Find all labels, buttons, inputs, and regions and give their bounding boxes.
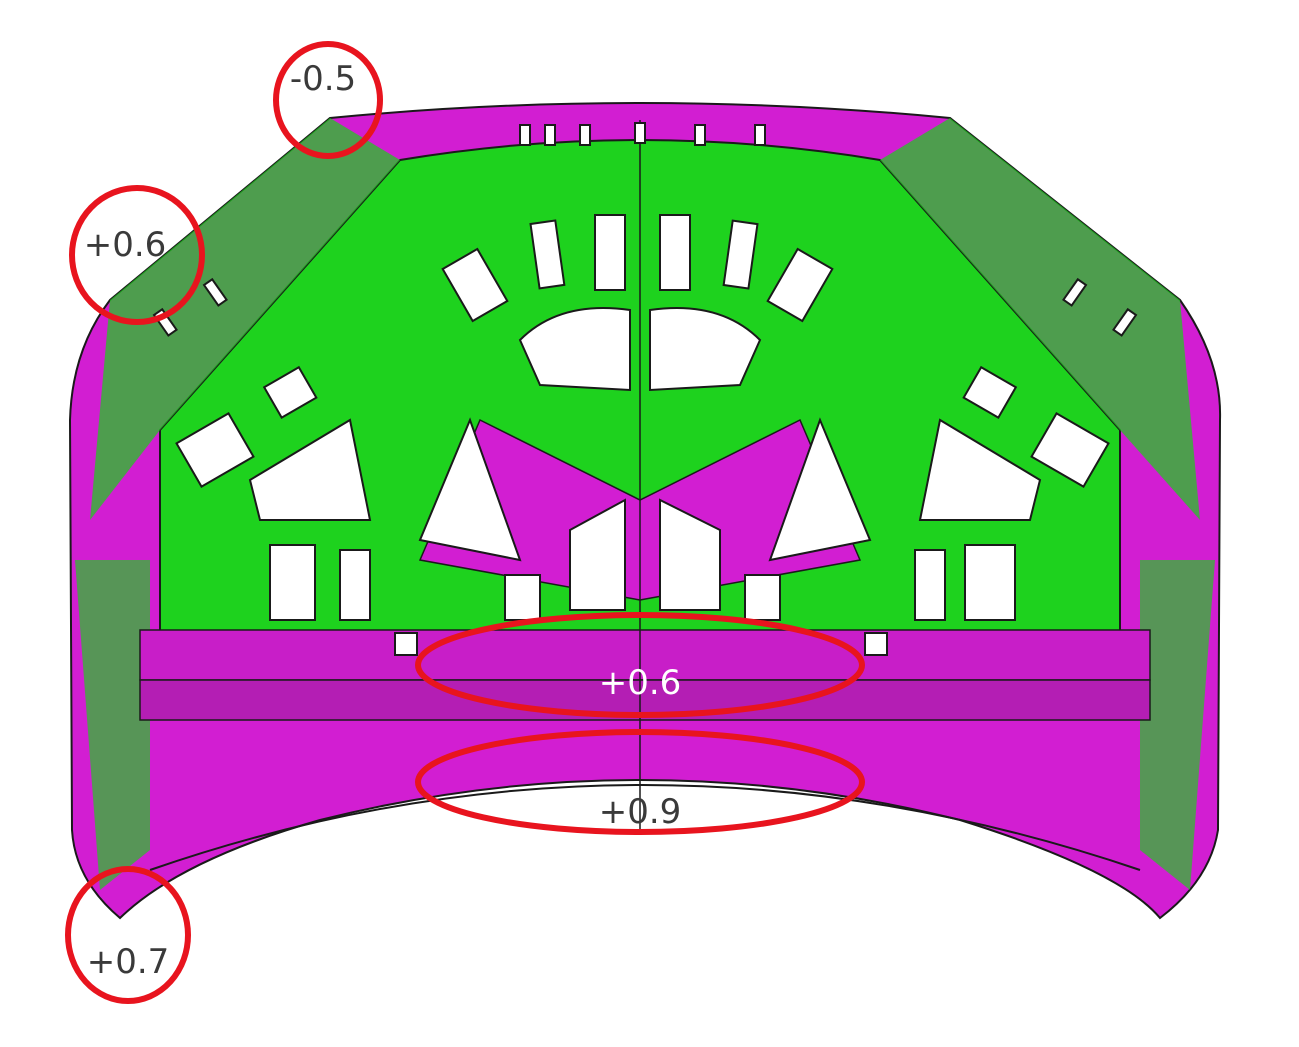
right-shoulder-green (880, 118, 1200, 520)
left-side-green (75, 560, 150, 890)
crossmember-upper (139, 629, 1151, 681)
cutout-center-right (649, 307, 762, 392)
cutout-center-left-low (569, 498, 626, 611)
cutout-left-large (248, 418, 372, 521)
cutout-right-tri (768, 417, 872, 562)
front-lip (149, 784, 1141, 871)
callout-front-edge-center (415, 729, 865, 835)
label-front-edge-center: +0.9 (599, 792, 682, 832)
cutout-right-large (918, 418, 1042, 521)
cutout-center-right-low (659, 498, 721, 611)
cutout-center-left (518, 307, 631, 392)
label-bottom-left-tip: +0.7 (87, 942, 170, 982)
callout-bottom-left-tip (65, 866, 191, 1004)
right-side-green (1140, 560, 1215, 890)
left-shoulder-green (90, 118, 400, 520)
cutout-left-tri (418, 417, 522, 562)
label-left-shoulder: +0.6 (84, 225, 167, 265)
label-center-crossmember: +0.6 (599, 663, 682, 703)
callout-left-shoulder (69, 185, 205, 325)
callout-top-left-corner (273, 41, 383, 159)
callout-center-crossmember (415, 612, 865, 718)
label-top-left-corner: -0.5 (290, 59, 356, 99)
